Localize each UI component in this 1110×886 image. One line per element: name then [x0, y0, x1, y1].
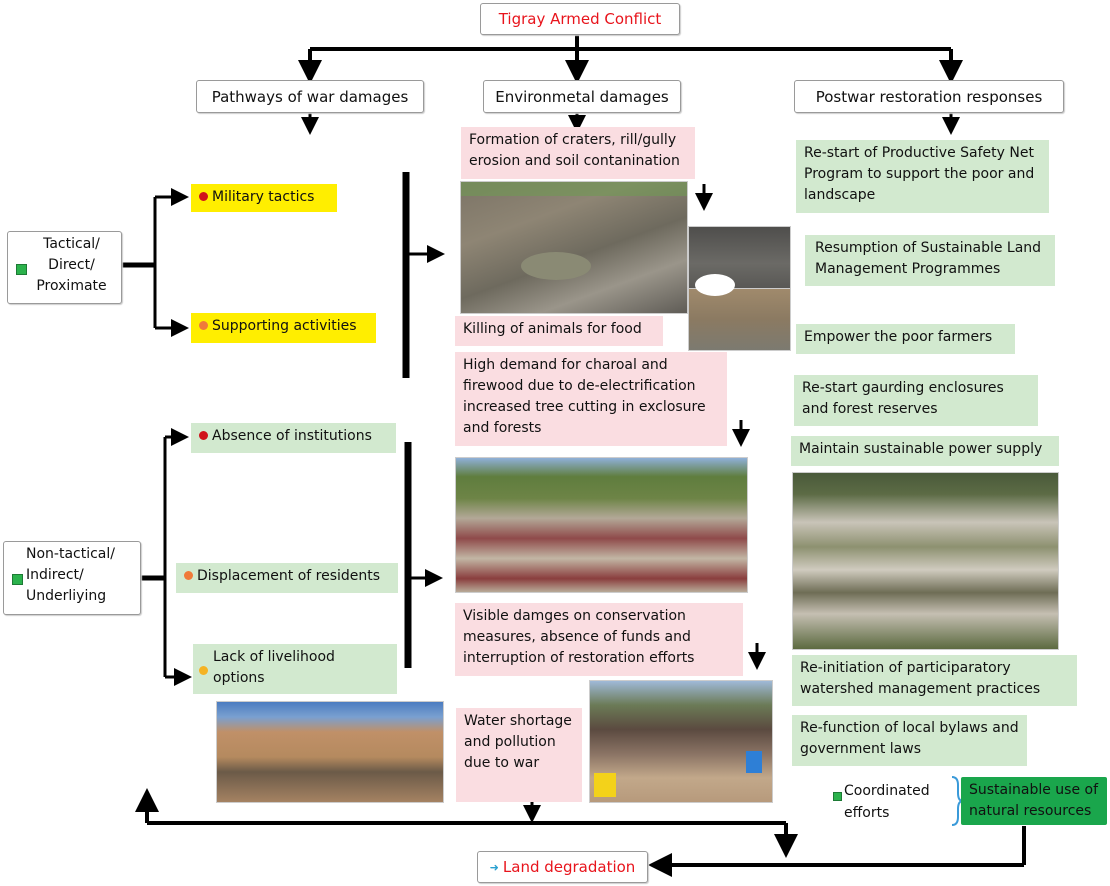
category-line: Proximate [36, 278, 107, 294]
restore-watershed: Re-initiation of participaratory watersh… [792, 655, 1077, 706]
refresh-square-icon [833, 792, 842, 801]
arrow-right-icon: ➜ [489, 860, 499, 874]
bullet-3-icon [199, 666, 208, 675]
header-pathways: Pathways of war damages [196, 80, 424, 113]
item-label: Absence of institutions [212, 428, 372, 444]
water-queue-photo [589, 680, 773, 803]
grass-strip [461, 182, 687, 196]
hillside-photo [455, 457, 748, 593]
terraces-photo [792, 472, 1059, 650]
category-line: Direct/ [48, 257, 95, 273]
restore-psnp: Re-start of Productive Safety Net Progra… [796, 140, 1049, 213]
play-square-icon [16, 264, 27, 275]
category-line: Non-tactical/ [26, 546, 115, 562]
item-displacement: Displacement of residents [176, 563, 398, 593]
play-square-icon [12, 574, 23, 585]
soil-damage-photo [688, 288, 791, 351]
category-line: Underliying [26, 588, 107, 604]
item-military-tactics: Military tactics [191, 184, 337, 212]
env-conservation-damage: Visible damges on conservation measures,… [455, 603, 743, 676]
env-killing-animals: Killing of animals for food [455, 316, 663, 346]
bullet-2-icon [184, 570, 193, 580]
item-supporting-activities: Supporting activities [191, 313, 376, 343]
header-environmental: Environmetal damages [483, 80, 681, 113]
displaced-people-photo [216, 701, 444, 803]
crater-photo [460, 181, 688, 314]
restore-bylaws: Re-function of local bylaws and governme… [792, 715, 1027, 766]
land-degradation-box: ➜Land degradation [477, 851, 648, 883]
restore-power: Maintain sustainable power supply [791, 436, 1059, 466]
category-line: Tactical/ [43, 236, 100, 252]
restore-slm: Resumption of Sustainable Land Managemen… [805, 235, 1055, 286]
env-charcoal-demand: High demand for charoal and firewood due… [455, 352, 727, 446]
blue-jerrycan [746, 751, 762, 773]
env-water-shortage: Water shortage and pollution due to war [456, 708, 582, 802]
bullet-1-icon [199, 430, 208, 440]
item-label: Lack of livelihood options [213, 649, 335, 686]
bullet-1-icon [199, 191, 208, 201]
white-oval [695, 274, 735, 296]
header-restoration: Postwar restoration responses [794, 80, 1064, 113]
env-craters: Formation of craters, rill/gully erosion… [461, 127, 695, 179]
land-degradation-label: Land degradation [502, 858, 636, 876]
item-label: Military tactics [212, 189, 315, 205]
sustainable-use-box: Sustainable use of natural resources [961, 777, 1107, 825]
category-non-tactical: Non-tactical/ Indirect/ Underliying [3, 541, 141, 615]
restore-empower: Empower the poor farmers [796, 324, 1015, 354]
item-label: Supporting activities [212, 318, 357, 334]
category-tactical: Tactical/ Direct/ Proximate [7, 231, 122, 304]
bullet-2-icon [199, 320, 208, 330]
yellow-jerrycan [594, 773, 616, 797]
item-lack-livelihood: Lack of livelihood options [193, 644, 397, 694]
crater-water [521, 252, 591, 280]
category-line: Indirect/ [26, 567, 84, 583]
item-absence-institutions: Absence of institutions [191, 423, 396, 453]
restore-enclosures: Re-start gaurding enclosures and forest … [794, 375, 1038, 426]
diagram-title: Tigray Armed Conflict [480, 3, 680, 35]
coordinated-efforts: Coordinated efforts [844, 783, 930, 821]
item-label: Displacement of residents [197, 568, 381, 584]
